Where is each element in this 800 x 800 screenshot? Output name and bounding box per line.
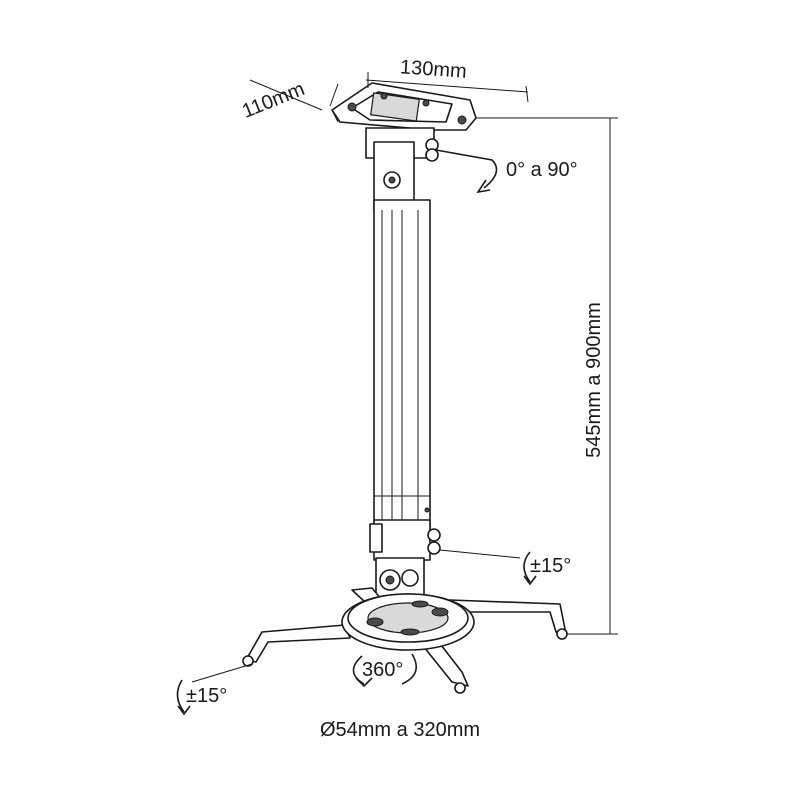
height-dimension-line — [566, 117, 618, 635]
tilt-top-arrow — [435, 149, 498, 194]
top-depth-label: 110mm — [239, 78, 308, 123]
ceiling-plate — [331, 82, 477, 131]
rotation-label: 360° — [362, 659, 403, 681]
diameter-range-label: Ø54mm a 320mm — [320, 719, 480, 741]
top-width-label: 130mm — [399, 56, 467, 83]
telescopic-pole — [369, 199, 441, 561]
tilt-arm-label: ±15° — [186, 685, 227, 707]
tilt-arm-arrow — [176, 663, 253, 716]
top-hinge — [365, 127, 439, 211]
spider-bracket — [242, 587, 568, 694]
height-range-label: 545mm a 900mm — [583, 302, 605, 458]
top-dimension-lines — [249, 72, 612, 119]
tilt-bottom-arrow — [439, 549, 537, 586]
tilt-bottom-label: ±15° — [530, 555, 571, 577]
tilt-top-label: 0° a 90° — [506, 159, 578, 181]
rotation-arrow — [352, 653, 418, 688]
